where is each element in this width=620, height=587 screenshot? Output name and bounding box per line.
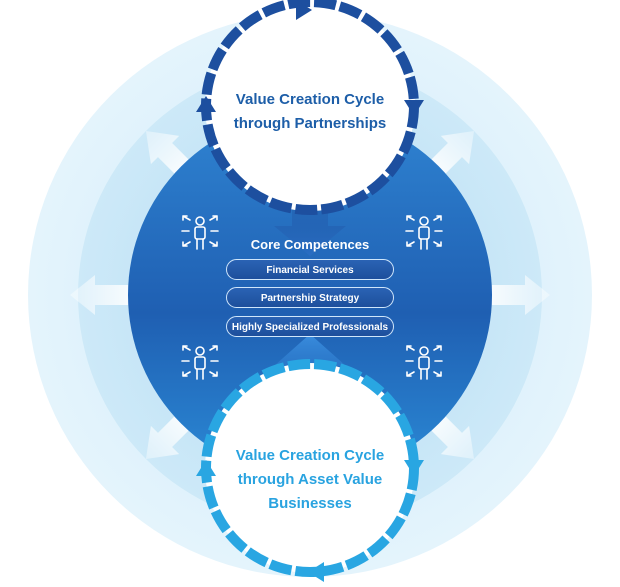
bottom-cycle-line2: through Asset Value — [237, 471, 383, 488]
person-network-icon — [405, 345, 443, 380]
bottom-cycle-arrowhead — [308, 562, 324, 582]
core-competences-title: Core Competences — [250, 237, 370, 252]
bottom-cycle — [196, 359, 424, 582]
bottom-cycle-line3: Businesses — [268, 495, 352, 512]
core-item-partnership-strategy: Partnership Strategy — [226, 287, 394, 308]
bottom-cycle-arrowhead — [196, 460, 216, 476]
top-cycle — [196, 0, 424, 215]
top-cycle-arrowhead — [296, 0, 312, 20]
top-cycle-line2: through Partnerships — [233, 115, 387, 132]
bottom-cycle-line1: Value Creation Cycle — [235, 447, 385, 464]
person-network-icon — [405, 215, 443, 250]
top-cycle-arrowhead — [196, 96, 216, 112]
top-cycle-label: Value Creation Cycle through Partnership… — [215, 88, 405, 136]
bottom-cycle-arrowhead — [404, 460, 424, 476]
top-cycle-arrowhead — [404, 100, 424, 116]
person-network-icon — [181, 345, 219, 380]
top-cycle-line1: Value Creation Cycle — [235, 91, 385, 108]
bottom-cycle-label: Value Creation Cycle through Asset Value… — [205, 444, 415, 516]
person-icons — [181, 215, 443, 380]
core-item-specialized-professionals: Highly Specialized Professionals — [226, 316, 394, 337]
core-item-financial-services: Financial Services — [226, 259, 394, 280]
person-network-icon — [181, 215, 219, 250]
